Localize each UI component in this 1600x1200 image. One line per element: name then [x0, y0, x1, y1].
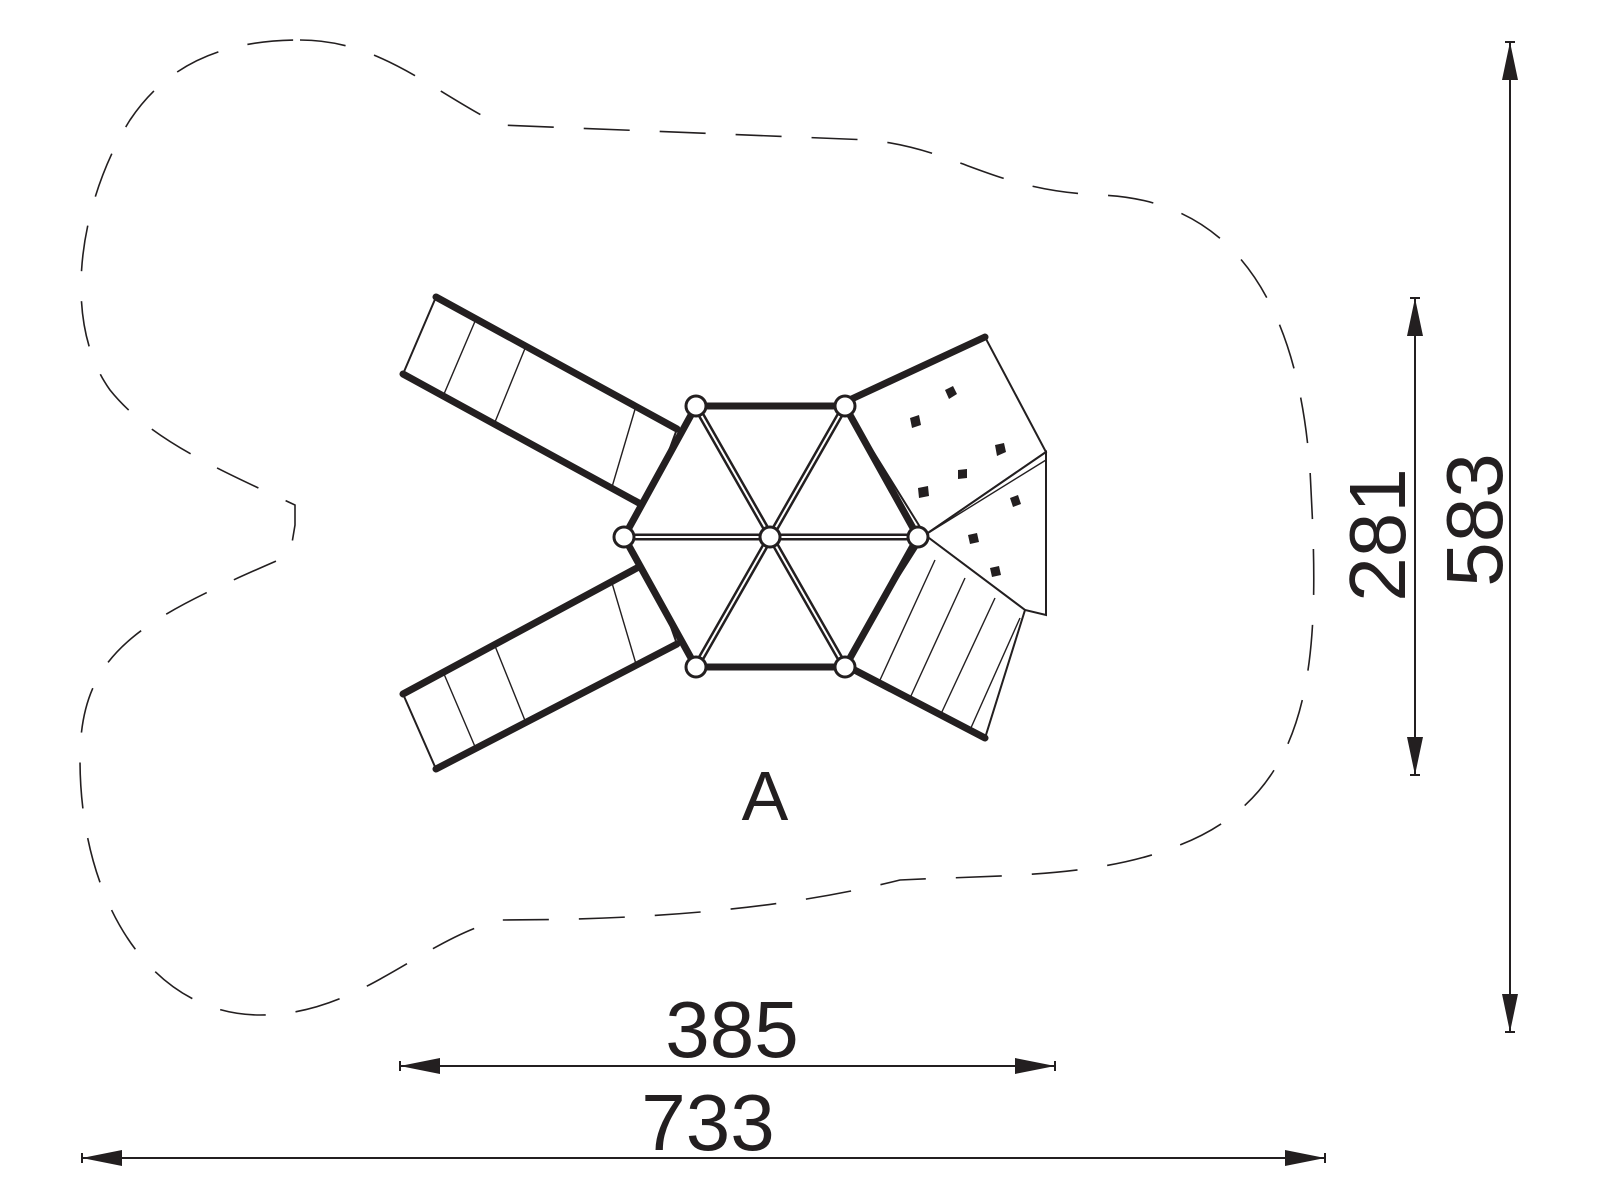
dimension-depth-equipment: 281 — [1333, 297, 1423, 776]
safety-zone-outline — [79, 39, 1315, 1016]
dimension-width-total: 733 — [81, 1078, 1326, 1167]
posts — [612, 394, 930, 679]
dimension-depth-total: 583 — [1430, 41, 1519, 1033]
dimension-width-equipment: 385 — [399, 985, 1056, 1074]
climbing-wall — [839, 333, 1048, 617]
upper-slide — [399, 293, 681, 512]
dimension-width-total-label: 733 — [641, 1078, 774, 1167]
dimension-depth-total-label: 583 — [1430, 453, 1519, 586]
dimension-depth-equipment-label: 281 — [1333, 468, 1422, 601]
lower-slide — [399, 558, 681, 773]
dimension-width-equipment-label: 385 — [665, 985, 798, 1074]
play-structure — [399, 293, 1048, 773]
zone-label: A — [742, 757, 789, 835]
